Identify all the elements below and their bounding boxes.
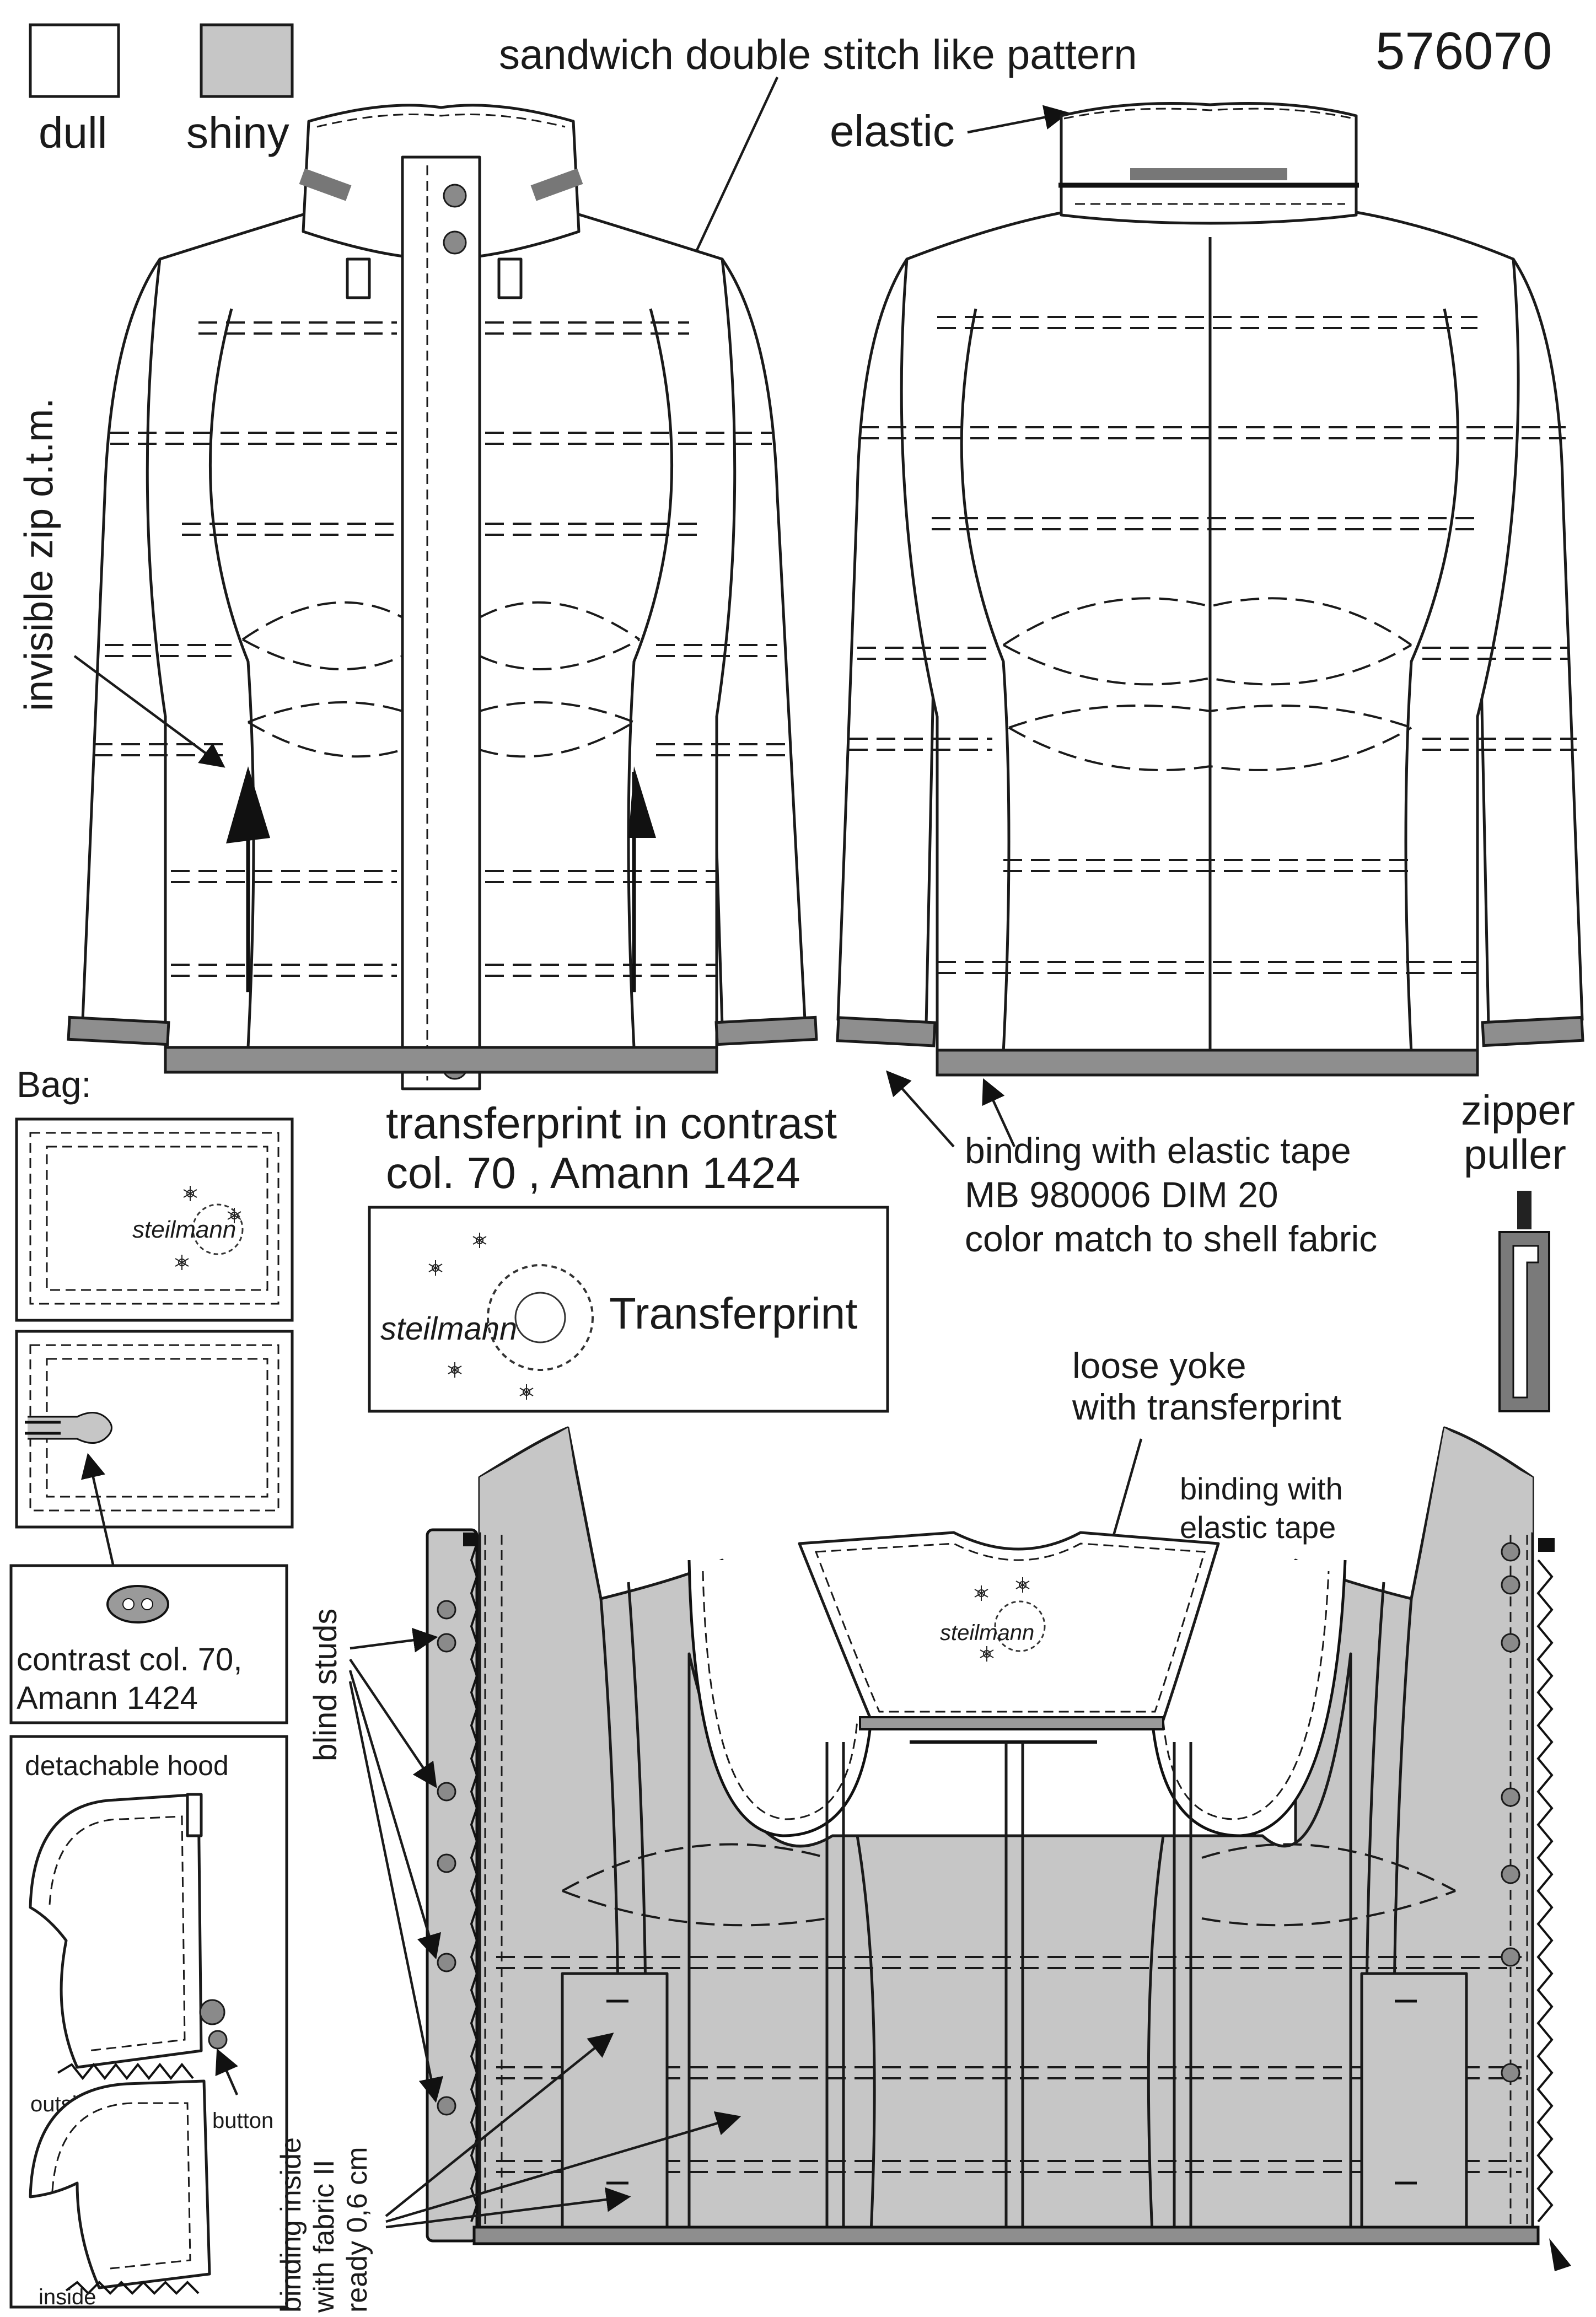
back-right-cuff	[1481, 1015, 1584, 1047]
front-quilting	[94, 321, 788, 977]
zipper-puller-drawing	[1498, 1191, 1550, 1412]
transfer-callout-line1: transferprint in contrast	[386, 1099, 837, 1148]
shiny-swatch	[200, 23, 294, 98]
inside-binding-line2: with fabric II	[308, 2160, 340, 2313]
dull-swatch	[29, 23, 120, 98]
yoke-binding-line2: elastic tape	[1180, 1510, 1336, 1545]
bag-front: steilmann	[15, 1117, 294, 1322]
transfer-callout-line2: col. 70 , Amann 1424	[386, 1148, 800, 1197]
zipper-puller-line1: zipper	[1461, 1087, 1575, 1134]
yoke-binding-line1: binding with	[1180, 1471, 1343, 1506]
invisible-zip-callout: invisible zip d.t.m.	[17, 398, 61, 711]
back-hem-binding	[936, 1049, 1479, 1077]
hood-title: detachable hood	[25, 1750, 229, 1781]
hood-button-label: button	[212, 2109, 273, 2133]
button-icon	[106, 1585, 169, 1623]
inside-yoke	[798, 1531, 1220, 1722]
style-number: 576070	[1375, 21, 1552, 80]
stitch-callout: sandwich double stitch like pattern	[499, 31, 1137, 78]
bag-button-box: contrast col. 70, Amann 1424	[9, 1564, 288, 1724]
transfer-box-label: Transferprint	[609, 1289, 858, 1338]
inside-hem-binding	[472, 2225, 1540, 2245]
transfer-logo: steilmann	[380, 1311, 517, 1347]
binding-callout-line2: MB 980006 DIM 20	[965, 1174, 1278, 1215]
hood-box: detachable hood outside button inside	[9, 1735, 288, 2309]
transferprint-box: steilmann Transferprint	[368, 1206, 889, 1413]
elastic-callout: elastic	[830, 106, 955, 155]
yoke-logo: steilmann	[940, 1621, 1034, 1645]
binding-callout-line3: color match to shell fabric	[965, 1218, 1377, 1259]
elastic-arrow	[967, 105, 1070, 134]
front-left-cuff	[67, 1015, 170, 1046]
bag-title: Bag:	[17, 1064, 92, 1105]
back-quilting	[849, 316, 1577, 974]
inside-binding-line1: binding inside	[275, 2137, 307, 2313]
yoke-callout-line1: loose yoke	[1072, 1345, 1246, 1386]
front-placket	[401, 155, 481, 1090]
bag-back	[15, 1330, 294, 1529]
zip-arrow	[73, 655, 225, 768]
back-collar	[1060, 102, 1358, 189]
front-right-cuff	[714, 1015, 818, 1046]
inside-binding-line3: ready 0,6 cm	[341, 2147, 373, 2313]
front-view-jacket	[67, 104, 818, 1090]
back-view-jacket	[836, 102, 1584, 1077]
yoke-callout-line2: with transferprint	[1072, 1386, 1341, 1427]
button-color-line1: contrast col. 70,	[17, 1642, 242, 1678]
bag-logo: steilmann	[132, 1216, 236, 1243]
binding-callout-line1: binding with elastic tape	[965, 1130, 1351, 1171]
blind-studs-callout: blind studs	[308, 1609, 343, 1761]
front-hem-binding	[164, 1046, 718, 1074]
button-color-line2: Amann 1424	[17, 1680, 198, 1716]
zipper-puller-line2: puller	[1464, 1131, 1566, 1178]
hood-inside-label: inside	[39, 2285, 96, 2309]
dull-label: dull	[39, 108, 108, 157]
inside-view-jacket: steilmann	[426, 1426, 1571, 2271]
shiny-label: shiny	[186, 108, 289, 157]
back-left-cuff	[836, 1016, 937, 1047]
stud-strip-left	[426, 1528, 479, 2243]
